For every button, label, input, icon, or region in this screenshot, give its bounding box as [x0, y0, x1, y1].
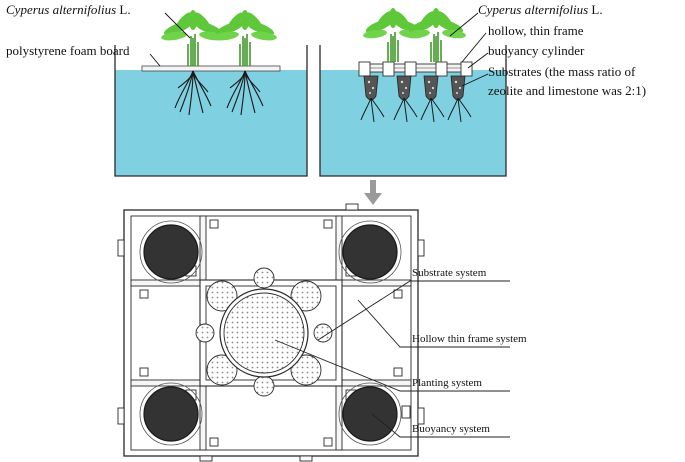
label-right-species: Cyperus alternifolius L.: [478, 3, 603, 16]
down-arrow: [364, 180, 382, 205]
right-water: [320, 70, 506, 176]
buoyancy-system-circles: [143, 224, 398, 442]
polystyrene-foam-board: [141, 65, 281, 72]
label-substrate-system: Substrate system: [412, 267, 487, 279]
label-substrates-line1: Substrates (the mass ratio of: [488, 64, 636, 79]
right-roots: [360, 97, 472, 123]
label-hollow-thin-frame-system: Hollow thin frame system: [412, 333, 527, 345]
module-plan-view: [117, 203, 425, 462]
left-plants: [161, 10, 277, 66]
label-polystyrene-foam-board: polystyrene foam board: [6, 43, 130, 58]
left-tank-walls: [114, 45, 308, 177]
label-substrates-line2: zeolite and limestone was 2:1): [488, 83, 647, 98]
bottom-leaders: [274, 280, 510, 438]
label-buoyancy-cylinder: buoyancy cylinder: [488, 43, 585, 58]
planting-system-circle: [219, 288, 309, 378]
label-planting-system: Planting system: [412, 377, 482, 389]
right-plants: [363, 8, 466, 62]
leader-polystyrene: [149, 53, 161, 67]
right-species-italic: Cyperus alternifolius: [478, 2, 589, 17]
right-tank-walls: [319, 45, 507, 177]
left-species-italic: Cyperus alternifolius: [6, 2, 117, 17]
left-water: [115, 70, 307, 176]
right-species-suffix: L.: [588, 2, 603, 17]
label-hollow-thin-frame: hollow, thin frame: [488, 23, 584, 38]
left-species-suffix: L.: [116, 2, 131, 17]
substrate-system-circles: [195, 267, 333, 397]
left-roots: [174, 70, 264, 116]
left-tank: [114, 10, 308, 177]
label-left-species: Cyperus alternifolius L.: [6, 3, 131, 16]
right-leaders: [449, 12, 489, 87]
right-tank: [319, 8, 507, 177]
leader-left-species: [164, 12, 191, 39]
buoyancy-cylinders: [358, 61, 473, 77]
label-buoyancy-system: Buoyancy system: [412, 423, 490, 435]
